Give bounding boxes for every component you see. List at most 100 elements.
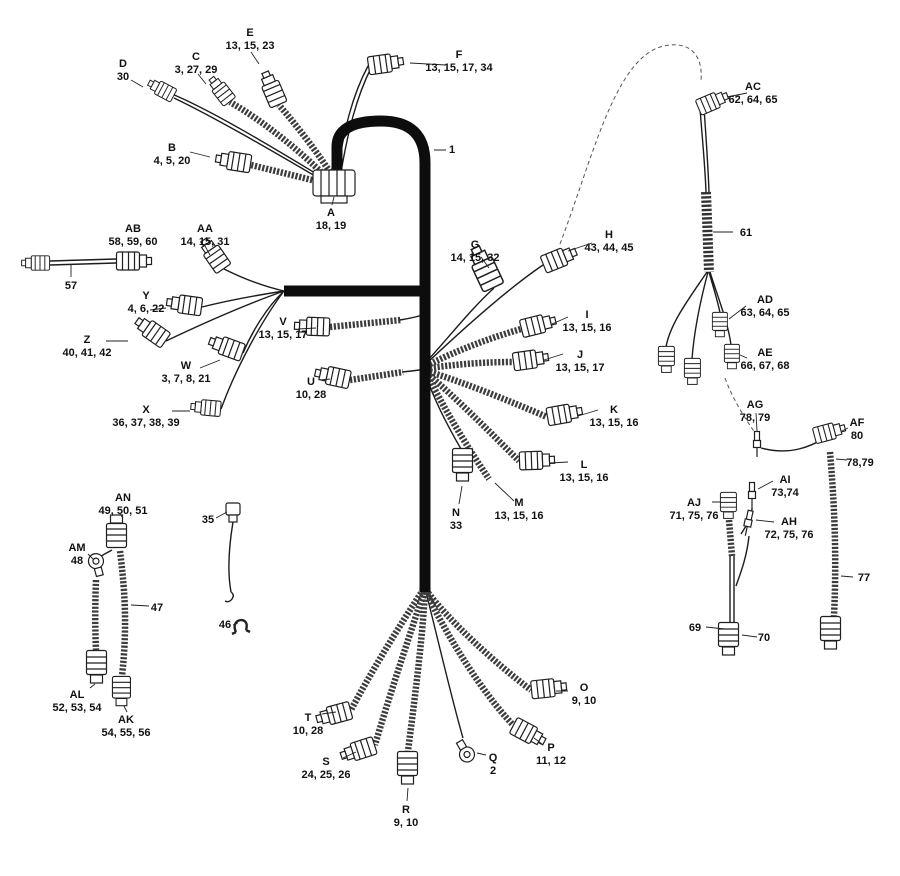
callout-letter: 77 <box>857 572 871 584</box>
callout-parts: 72, 75, 76 <box>764 529 814 541</box>
connector-ac <box>694 87 732 116</box>
callout-parts: 54, 55, 56 <box>101 727 151 739</box>
callout-parts: 58, 59, 60 <box>108 236 158 248</box>
callout-parts: 48 <box>70 555 84 567</box>
callout-letter: S <box>322 756 330 768</box>
callout-letter: F <box>455 49 463 61</box>
callout-letter: O <box>579 682 589 694</box>
callout-letter: C <box>192 51 200 63</box>
callout-parts: 66, 67, 68 <box>740 360 790 372</box>
connector-o <box>529 676 568 700</box>
callout-parts: 62, 64, 65 <box>728 94 778 106</box>
callout-parts: 13, 15, 16 <box>562 322 612 334</box>
connector-h <box>539 242 580 274</box>
branch-wires <box>49 65 825 739</box>
connector-af <box>811 419 848 445</box>
callout-n78-79: 78,79 <box>846 457 874 470</box>
callout-parts: 13, 15, 23 <box>225 40 275 52</box>
callout-letter: Z <box>83 334 91 346</box>
callout-n46: 46 <box>219 619 231 632</box>
callout-parts: 24, 25, 26 <box>301 769 351 781</box>
callout-leader-lines <box>70 51 854 802</box>
connector-k <box>545 401 585 427</box>
callout-letter: AG <box>746 399 764 411</box>
callout-letter: Y <box>142 290 150 302</box>
connector-77-end <box>819 615 842 650</box>
callout-letter: AC <box>745 81 761 93</box>
callout-letter: AN <box>115 492 131 504</box>
callout-n77: 77 <box>858 572 870 585</box>
callout-parts: 80 <box>850 430 864 442</box>
callout-letter: V <box>279 316 287 328</box>
connector-aj <box>719 491 737 519</box>
connector-b <box>213 148 253 174</box>
callout-parts: 33 <box>449 520 463 532</box>
callout-parts: 49, 50, 51 <box>98 505 148 517</box>
callout-letter: R <box>402 804 410 816</box>
callout-letter: 46 <box>218 619 232 631</box>
callout-parts: 43, 44, 45 <box>584 242 634 254</box>
callout-parts: 36, 37, 38, 39 <box>112 417 180 429</box>
callout-parts: 10, 28 <box>292 725 324 737</box>
callout-letter: 61 <box>739 227 753 239</box>
callout-letter: 69 <box>688 622 702 634</box>
callout-letter: X <box>142 404 150 416</box>
sleeve-61 <box>701 191 714 273</box>
phantom-routing-line <box>559 44 756 434</box>
callout-letter: L <box>580 459 588 471</box>
callout-letter: N <box>452 507 460 519</box>
callout-letter: AI <box>779 474 791 486</box>
callout-letter: AJ <box>686 497 702 509</box>
callout-n61: 61 <box>740 227 752 240</box>
callout-letter: AF <box>849 417 865 429</box>
callout-n47: 47 <box>151 602 163 615</box>
callout-parts: 10, 28 <box>295 389 327 401</box>
connector-a <box>312 169 356 204</box>
callout-parts: 13, 15, 17, 34 <box>425 62 493 74</box>
connector-y <box>164 292 204 317</box>
connector-61-leg2 <box>683 357 701 385</box>
connector-r <box>396 750 419 785</box>
callout-letter: 78,79 <box>846 457 874 469</box>
callout-letter: B <box>168 142 176 154</box>
callout-parts: 13, 15, 17 <box>258 329 308 341</box>
callout-parts: 2 <box>489 765 497 777</box>
connector-ab <box>115 251 153 271</box>
terminal-ah <box>741 509 755 538</box>
callout-n57: 57 <box>65 280 77 293</box>
callout-parts: 71, 75, 76 <box>669 510 719 522</box>
callout-parts: 63, 64, 65 <box>740 307 790 319</box>
callout-parts: 78, 79 <box>739 412 771 424</box>
ring-terminal-q <box>452 737 478 766</box>
connector-ae <box>723 343 740 370</box>
callout-parts: 9, 10 <box>571 695 597 707</box>
callout-parts: 9, 10 <box>393 817 419 829</box>
callout-letter: D <box>119 58 127 70</box>
